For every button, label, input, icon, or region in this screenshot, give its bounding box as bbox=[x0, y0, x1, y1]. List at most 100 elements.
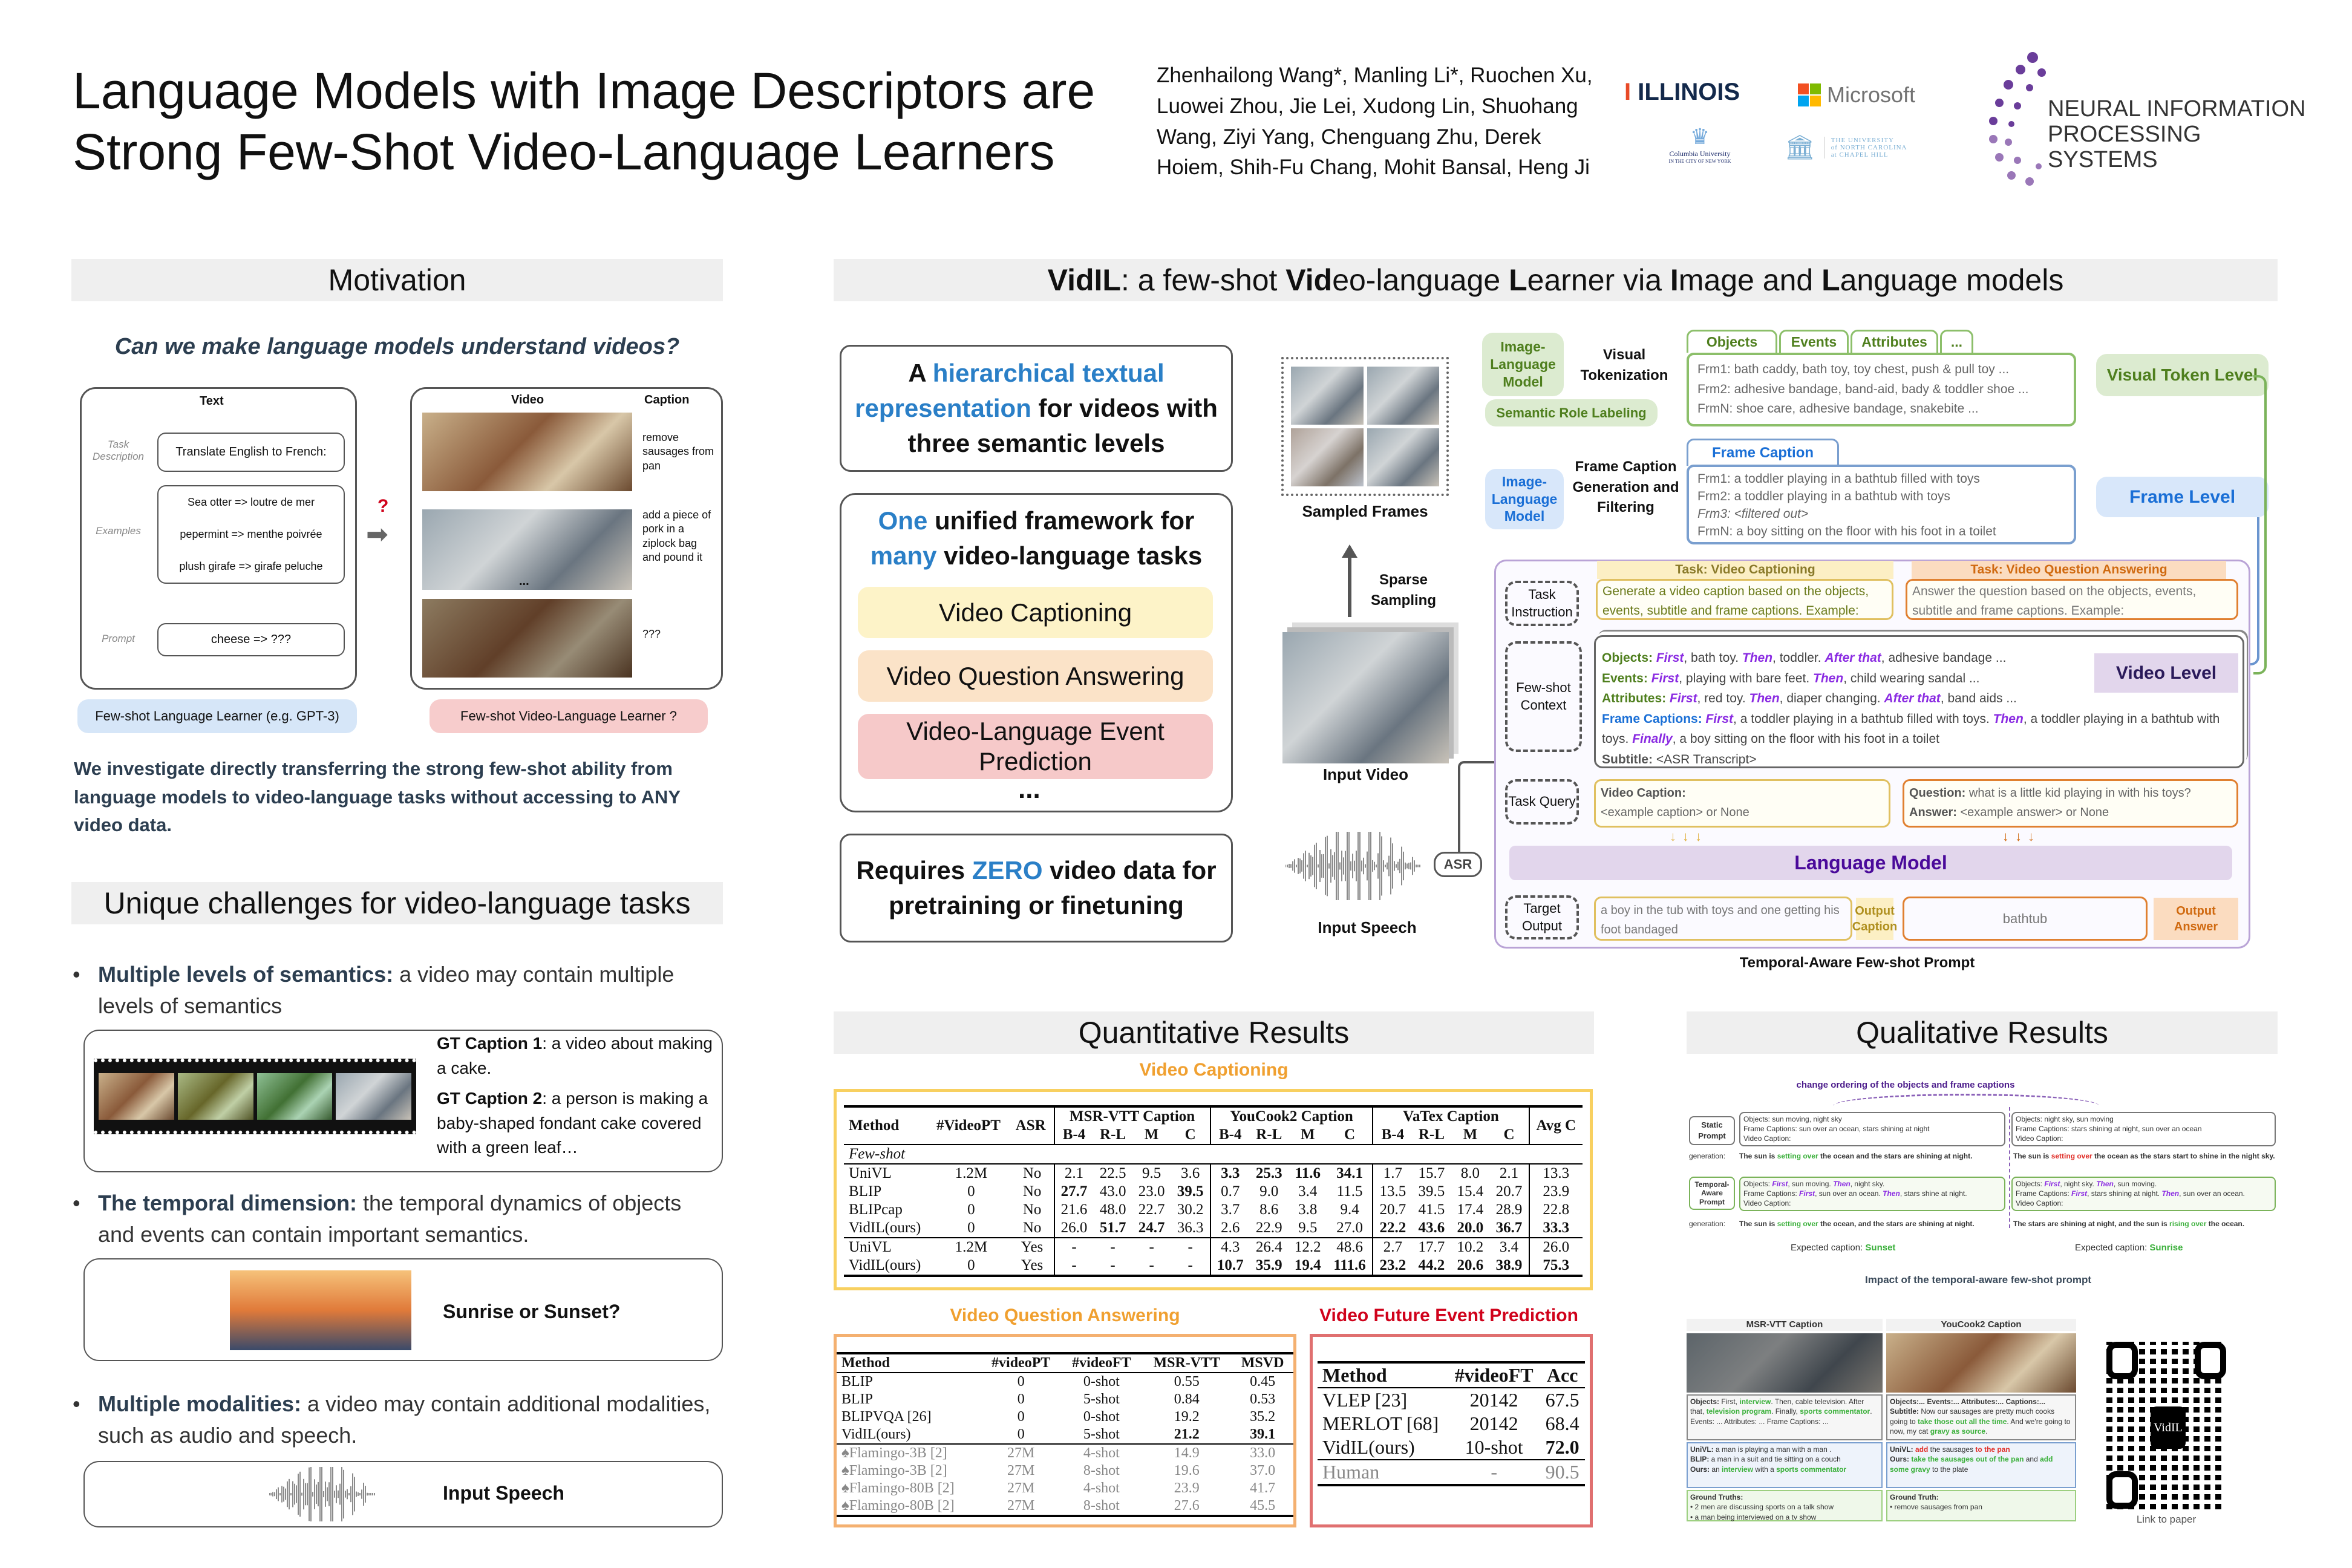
text-segment: , stars shine at night. bbox=[1900, 1189, 1967, 1198]
table-cell: 20.6 bbox=[1457, 1257, 1484, 1273]
challenge-text: a video may contain additional modalitie… bbox=[98, 1391, 711, 1448]
neurips-line: PROCESSING SYSTEMS bbox=[2048, 121, 2201, 172]
table-cell: B-4 bbox=[1372, 1126, 1413, 1145]
unified-framework-text: One unified framework for many video-lan… bbox=[847, 502, 1226, 575]
vqa-query-box: Question: what is a little kid playing i… bbox=[1903, 779, 2238, 828]
author-line: Luowei Zhou, Jie Lei, Xudong Lin, Shuoha… bbox=[1157, 94, 1578, 118]
text-segment: , sun over an ocean. bbox=[2179, 1189, 2245, 1198]
table-cell: 10-shot bbox=[1465, 1436, 1523, 1458]
text-segment: Video Caption: bbox=[1743, 1199, 1791, 1208]
table-cell: No bbox=[1022, 1183, 1042, 1200]
text-segment: many bbox=[870, 541, 937, 570]
text-segment: to the plate bbox=[1930, 1465, 1968, 1474]
text-segment: out of the pan bbox=[1976, 1455, 2024, 1464]
table-cell: 67.5 bbox=[1545, 1389, 1579, 1411]
table-cell: 27M bbox=[1007, 1463, 1035, 1478]
columbia-name: Columbia University bbox=[1669, 149, 1731, 158]
text-segment: Now our sausages are pretty much cooks g… bbox=[1890, 1407, 2055, 1426]
table-cell: 11.6 bbox=[1295, 1165, 1321, 1181]
text-segment: Vid bbox=[1285, 263, 1333, 297]
prompt-line: Video Caption: bbox=[2016, 1134, 2063, 1143]
static-gen-right: The sun is setting over the ocean as the… bbox=[2013, 1151, 2278, 1161]
challenges-header: Unique challenges for video-language tas… bbox=[71, 882, 723, 924]
table-cell: 0.84 bbox=[1174, 1391, 1200, 1407]
table-cell: 15.7 bbox=[1418, 1165, 1445, 1181]
table-cell: ♠Flamingo-3B [2] bbox=[841, 1445, 947, 1461]
table-cell: C bbox=[1503, 1126, 1515, 1143]
text-segment: , sun over an ocean. bbox=[1815, 1189, 1883, 1198]
speech-waveform-icon bbox=[1285, 832, 1420, 900]
table-cell: VidIL(ours) bbox=[841, 1426, 911, 1442]
table-cell: UniVL bbox=[849, 1165, 892, 1181]
text-segment: The stars are shining at night, and the … bbox=[2013, 1220, 2170, 1228]
table-cell: 22.5 bbox=[1099, 1165, 1126, 1181]
table-cell: 20.7 bbox=[1495, 1183, 1523, 1200]
table-cell: ASR bbox=[1015, 1117, 1046, 1134]
gt-text: 2 men are discussing sports on a talk sh… bbox=[1694, 1503, 1834, 1512]
table-cell: 9.5 bbox=[1142, 1165, 1161, 1181]
table-cell: 2.1 bbox=[1499, 1165, 1519, 1181]
illinois-logo-text: ILLINOIS bbox=[1638, 79, 1740, 105]
text-segment: the ocean, and the stars are shining at … bbox=[1818, 1220, 1975, 1228]
table-cell: #videoPT bbox=[991, 1355, 1051, 1371]
table-cell: 41.7 bbox=[1250, 1480, 1276, 1496]
table-cell: #videoFT bbox=[1454, 1364, 1534, 1386]
text-segment: After that bbox=[1824, 651, 1881, 665]
table-cell: 9.5 bbox=[1298, 1220, 1318, 1236]
table-cell: 0.53 bbox=[1250, 1391, 1276, 1407]
table-cell: - bbox=[1491, 1461, 1497, 1483]
text-segment: what is a little kid playing in with his… bbox=[1968, 786, 2191, 800]
text-segment: , bath toy. bbox=[1684, 651, 1742, 665]
table-cell: 15.4 bbox=[1457, 1183, 1484, 1200]
table-cell: 22.7 bbox=[1138, 1201, 1165, 1218]
frame-image bbox=[1291, 367, 1364, 425]
author-line: Zhenhailong Wang*, Manling Li*, Ruochen … bbox=[1157, 64, 1593, 87]
text-segment: Then bbox=[2096, 1180, 2114, 1188]
table-cell: 24.7 bbox=[1138, 1220, 1165, 1236]
text-segment: , diaper changing. bbox=[1779, 691, 1884, 706]
temporal-gen-right: The stars are shining at night, and the … bbox=[2013, 1219, 2278, 1229]
gt-label: Ground Truths: bbox=[1690, 1493, 1743, 1502]
vqa-answer: Answer: <example answer> or None bbox=[1909, 803, 2232, 822]
qr-finder bbox=[2106, 1342, 2138, 1379]
table-cell: 13.3 bbox=[1528, 1164, 1583, 1183]
table-cell: 0 bbox=[1017, 1426, 1025, 1442]
task-desc-label: Task Description bbox=[92, 439, 145, 462]
tasks-ellipsis: ... bbox=[1018, 774, 1040, 804]
task-desc-box: Translate English to French: bbox=[157, 433, 345, 472]
author-line: Hoiem, Shih-Fu Chang, Mohit Bansal, Heng… bbox=[1157, 155, 1590, 180]
text-segment: UniVL: bbox=[1890, 1445, 1915, 1454]
text-segment: Video Caption: bbox=[1601, 786, 1686, 800]
text-segment: eo-language bbox=[1332, 263, 1509, 297]
prompt-line: Frame Captions: First, sun over an ocean… bbox=[1743, 1189, 2001, 1198]
table-cell: - bbox=[1053, 1256, 1094, 1276]
table-cell: 33.0 bbox=[1250, 1445, 1276, 1461]
illinois-logo: I ILLINOIS bbox=[1624, 79, 1740, 105]
bullet-icon: • bbox=[73, 1191, 80, 1215]
static-prompt-label: Static Prompt bbox=[1689, 1116, 1735, 1145]
text-segment: , stars shining at night. bbox=[2087, 1189, 2162, 1198]
text-segment: , a toddler playing in a bathtub filled … bbox=[1733, 711, 1993, 726]
example-image bbox=[1687, 1333, 1883, 1393]
table-cell: 22.9 bbox=[1255, 1220, 1282, 1236]
text-segment: UniVL: bbox=[1690, 1445, 1716, 1454]
table-cell: 8-shot bbox=[1083, 1463, 1120, 1478]
table-cell: MSR-VTT bbox=[1153, 1355, 1221, 1371]
table-cell: VLEP [23] bbox=[1322, 1389, 1408, 1411]
table-cell: M bbox=[1144, 1126, 1159, 1143]
table-cell: 36.3 bbox=[1177, 1220, 1204, 1236]
text-segment: A bbox=[908, 359, 933, 388]
examples-label: Examples bbox=[96, 525, 141, 537]
text-segment: , toddler. bbox=[1772, 651, 1825, 665]
table-cell: 0 bbox=[1017, 1391, 1025, 1407]
tab-more: ... bbox=[1940, 330, 1973, 353]
text-segment: First bbox=[2044, 1180, 2060, 1188]
text-segment: Ours: bbox=[1890, 1455, 1912, 1464]
text-segment: , red toy. bbox=[1697, 691, 1749, 706]
frame-level: Frame Level bbox=[2096, 477, 2269, 517]
